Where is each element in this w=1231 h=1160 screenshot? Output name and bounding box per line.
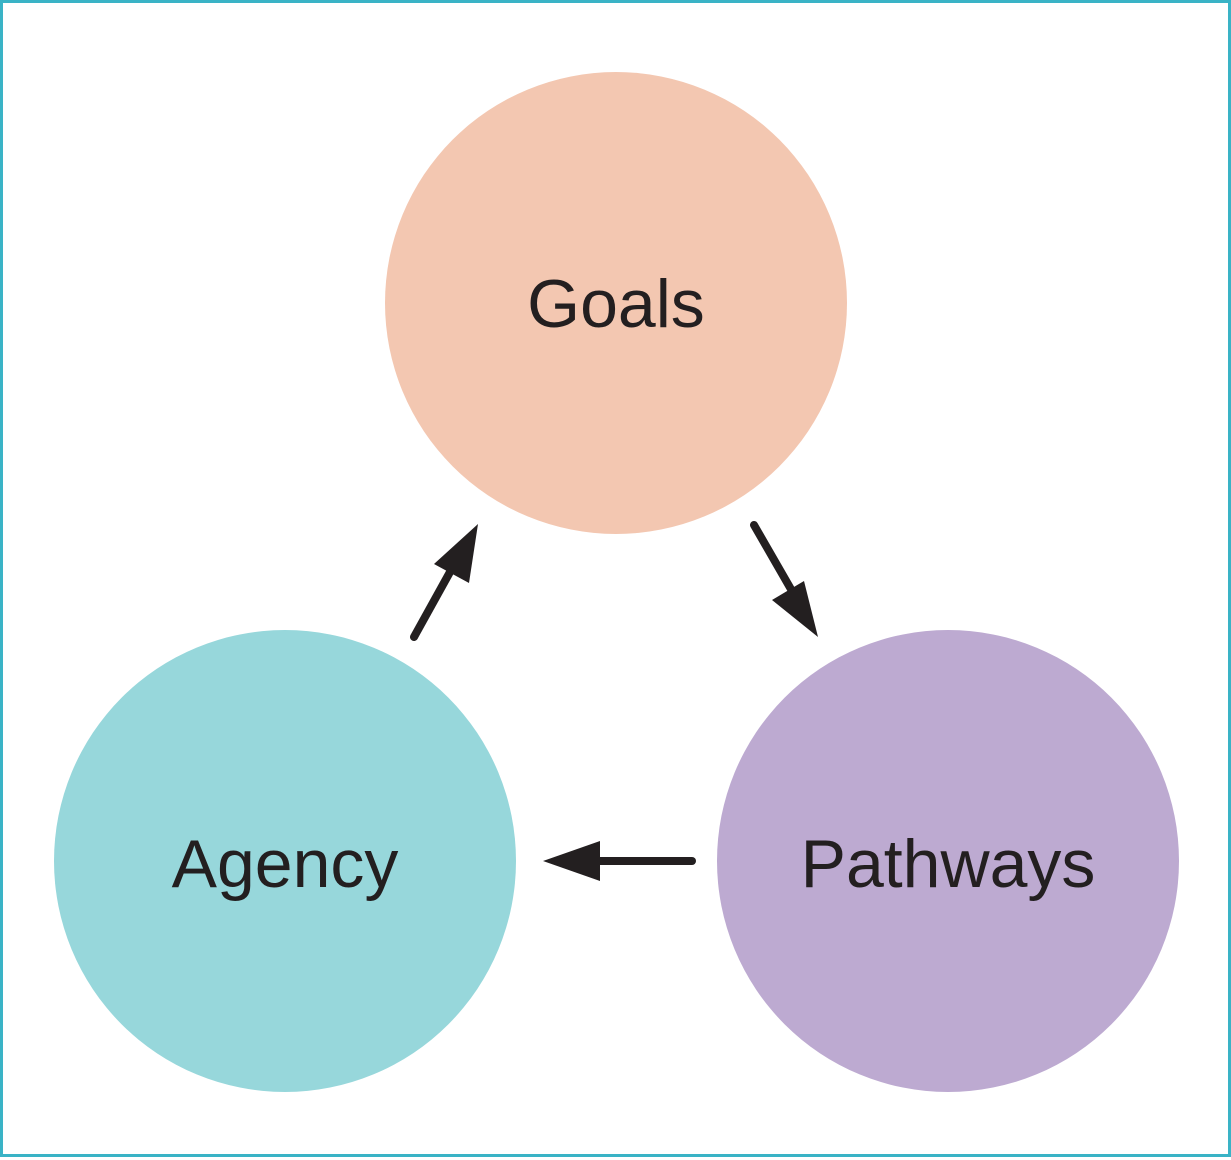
node-agency-label: Agency [172, 826, 399, 902]
node-pathways: Pathways [717, 630, 1179, 1092]
node-goals-circle [385, 72, 847, 534]
arrow-agency-to-goals-head [434, 524, 478, 583]
node-agency-circle [54, 630, 516, 1092]
arrow-pathways-to-agency [543, 841, 696, 881]
node-agency: Agency [54, 630, 516, 1092]
node-pathways-circle [717, 630, 1179, 1092]
hope-cycle-diagram: Goals Pathways Agency [54, 72, 1179, 1092]
arrow-agency-to-goals [410, 524, 478, 641]
arrow-goals-to-pathways [750, 521, 818, 637]
arrow-goals-to-pathways-shaft [750, 521, 796, 595]
node-pathways-label: Pathways [801, 826, 1096, 902]
node-goals: Goals [385, 72, 847, 534]
arrow-goals-to-pathways-head [772, 581, 818, 637]
arrow-pathways-to-agency-head [543, 841, 600, 881]
node-goals-label: Goals [527, 266, 705, 342]
arrow-agency-to-goals-shaft [410, 568, 454, 641]
